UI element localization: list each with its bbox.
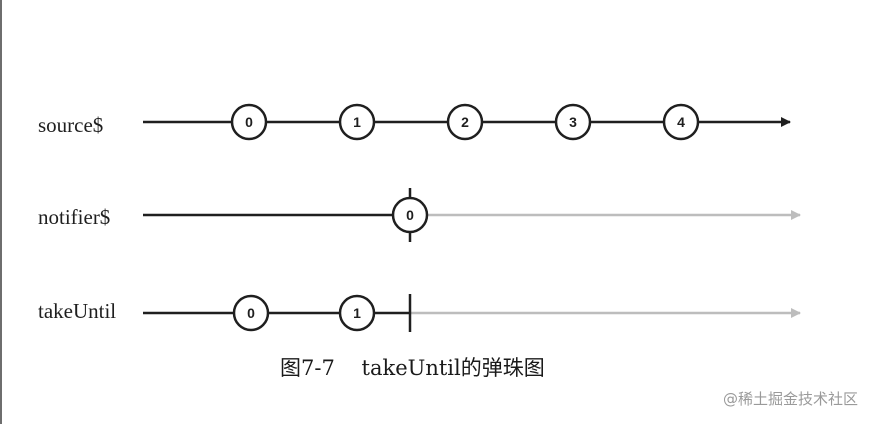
source-marble-3-label: 3 [569, 114, 577, 130]
source-marble-3: 3 [554, 103, 592, 141]
source-marble-0: 0 [230, 103, 268, 141]
source-marble-4-label: 4 [677, 114, 685, 130]
takeuntil-marble-0: 0 [232, 294, 270, 332]
source-marble-2: 2 [446, 103, 484, 141]
row-source: source$ 0 1 2 3 4 [38, 103, 791, 141]
watermark: @稀土掘金技术社区 [722, 390, 858, 408]
takeuntil-marble-1-label: 1 [353, 305, 361, 321]
takeuntil-marble-0-label: 0 [247, 305, 255, 321]
source-marble-0-label: 0 [245, 114, 253, 130]
row-label-source: source$ [38, 113, 103, 137]
source-marble-4: 4 [662, 103, 700, 141]
notifier-marble-0: 0 [391, 196, 429, 234]
row-notifier: notifier$ 0 [38, 188, 801, 242]
source-marble-1-label: 1 [353, 114, 361, 130]
source-marble-1: 1 [338, 103, 376, 141]
source-marble-2-label: 2 [461, 114, 469, 130]
row-takeuntil: takeUntil 0 1 [38, 294, 801, 332]
left-border [0, 0, 2, 424]
notifier-marble-0-label: 0 [406, 207, 414, 223]
row-label-takeuntil: takeUntil [38, 299, 116, 323]
row-label-notifier: notifier$ [38, 205, 110, 229]
takeuntil-marble-1: 1 [338, 294, 376, 332]
figure-caption: 图7-7 takeUntil的弹珠图 [280, 356, 545, 380]
